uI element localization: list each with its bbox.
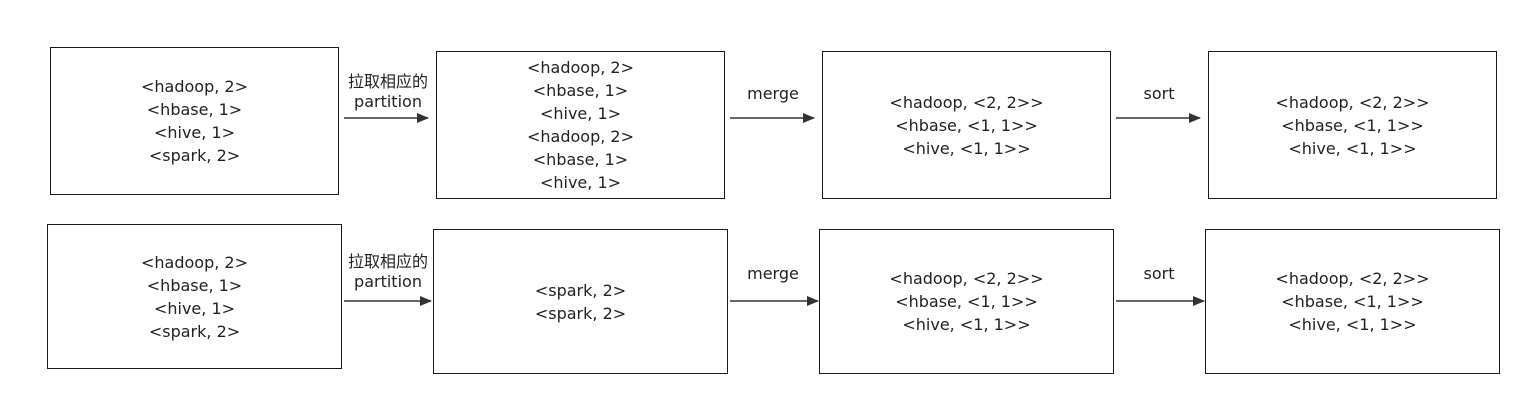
kv-line: <hadoop, <2, 2>>: [889, 269, 1044, 288]
kv-line: <spark, 2>: [148, 146, 241, 165]
kv-line: <hbase, <1, 1>>: [895, 115, 1038, 135]
r2-merged-box: <hadoop, <2, 2>> <hbase, <1, 1>> <hive, …: [819, 229, 1114, 374]
kv-line: <hbase, <1, 1>>: [1281, 115, 1424, 135]
kv-line: <spark, 2>: [534, 303, 627, 323]
merge-label: merge: [747, 264, 799, 283]
r1-map-output-box: <hadoop, 2> <hbase, 1> <hive, 1> <spark,…: [50, 47, 339, 195]
r1-sorted-box: <hadoop, <2, 2>> <hbase, <1, 1>> <hive, …: [1208, 51, 1497, 199]
kv-line: <hive, 1>: [153, 123, 236, 142]
kv-line: <hive, 1>: [153, 298, 236, 318]
r1-sort-label: sort: [1114, 84, 1204, 104]
kv-line: <hadoop, 2>: [141, 77, 248, 96]
kv-line: <hive, 1>: [539, 104, 622, 123]
kv-line: <hadoop, <2, 2>>: [1275, 92, 1430, 112]
kv-line: <spark, 2>: [534, 280, 627, 300]
r1-pull-label: 拉取相应的 partition: [336, 72, 440, 112]
kv-line: <hbase, 1>: [146, 100, 243, 119]
r1-merged-box: <hadoop, <2, 2>> <hbase, <1, 1>> <hive, …: [822, 51, 1111, 199]
kv-line: <hadoop, 2>: [141, 252, 248, 272]
kv-line: <hadoop, 2>: [527, 58, 634, 77]
kv-line: <hive, <1, 1>>: [1288, 315, 1417, 334]
kv-line: <hive, <1, 1>>: [1288, 138, 1417, 158]
pull-label-line2: partition: [354, 92, 422, 111]
kv-line: <hbase, 1>: [146, 275, 243, 295]
r2-pull-label: 拉取相应的 partition: [336, 252, 440, 292]
kv-line: <hbase, 1>: [532, 150, 629, 169]
kv-line: <hbase, <1, 1>>: [1281, 292, 1424, 311]
r2-sort-label: sort: [1114, 264, 1204, 284]
r1-pulled-partition-box: <hadoop, 2> <hbase, 1> <hive, 1> <hadoop…: [436, 51, 725, 199]
kv-line: <hadoop, <2, 2>>: [1275, 269, 1430, 288]
pull-label-line1: 拉取相应的: [347, 72, 428, 91]
kv-line: <spark, 2>: [148, 321, 241, 341]
kv-line: <hadoop, 2>: [527, 127, 634, 146]
r2-sorted-box: <hadoop, <2, 2>> <hbase, <1, 1>> <hive, …: [1205, 229, 1500, 374]
sort-label: sort: [1143, 84, 1175, 103]
kv-line: <hive, 1>: [539, 173, 622, 192]
merge-label: merge: [747, 84, 799, 103]
kv-line: <hbase, <1, 1>>: [895, 292, 1038, 311]
pull-label-line2: partition: [354, 272, 422, 291]
r2-merge-label: merge: [728, 264, 818, 284]
kv-line: <hive, <1, 1>>: [902, 138, 1031, 158]
r2-pulled-partition-box: <spark, 2> <spark, 2>: [433, 229, 728, 374]
kv-line: <hadoop, <2, 2>>: [889, 92, 1044, 112]
kv-line: <hbase, 1>: [532, 81, 629, 100]
sort-label: sort: [1143, 264, 1175, 283]
r1-merge-label: merge: [728, 84, 818, 104]
kv-line: <hive, <1, 1>>: [902, 315, 1031, 334]
r2-map-output-box: <hadoop, 2> <hbase, 1> <hive, 1> <spark,…: [47, 224, 342, 369]
pull-label-line1: 拉取相应的: [347, 252, 428, 271]
